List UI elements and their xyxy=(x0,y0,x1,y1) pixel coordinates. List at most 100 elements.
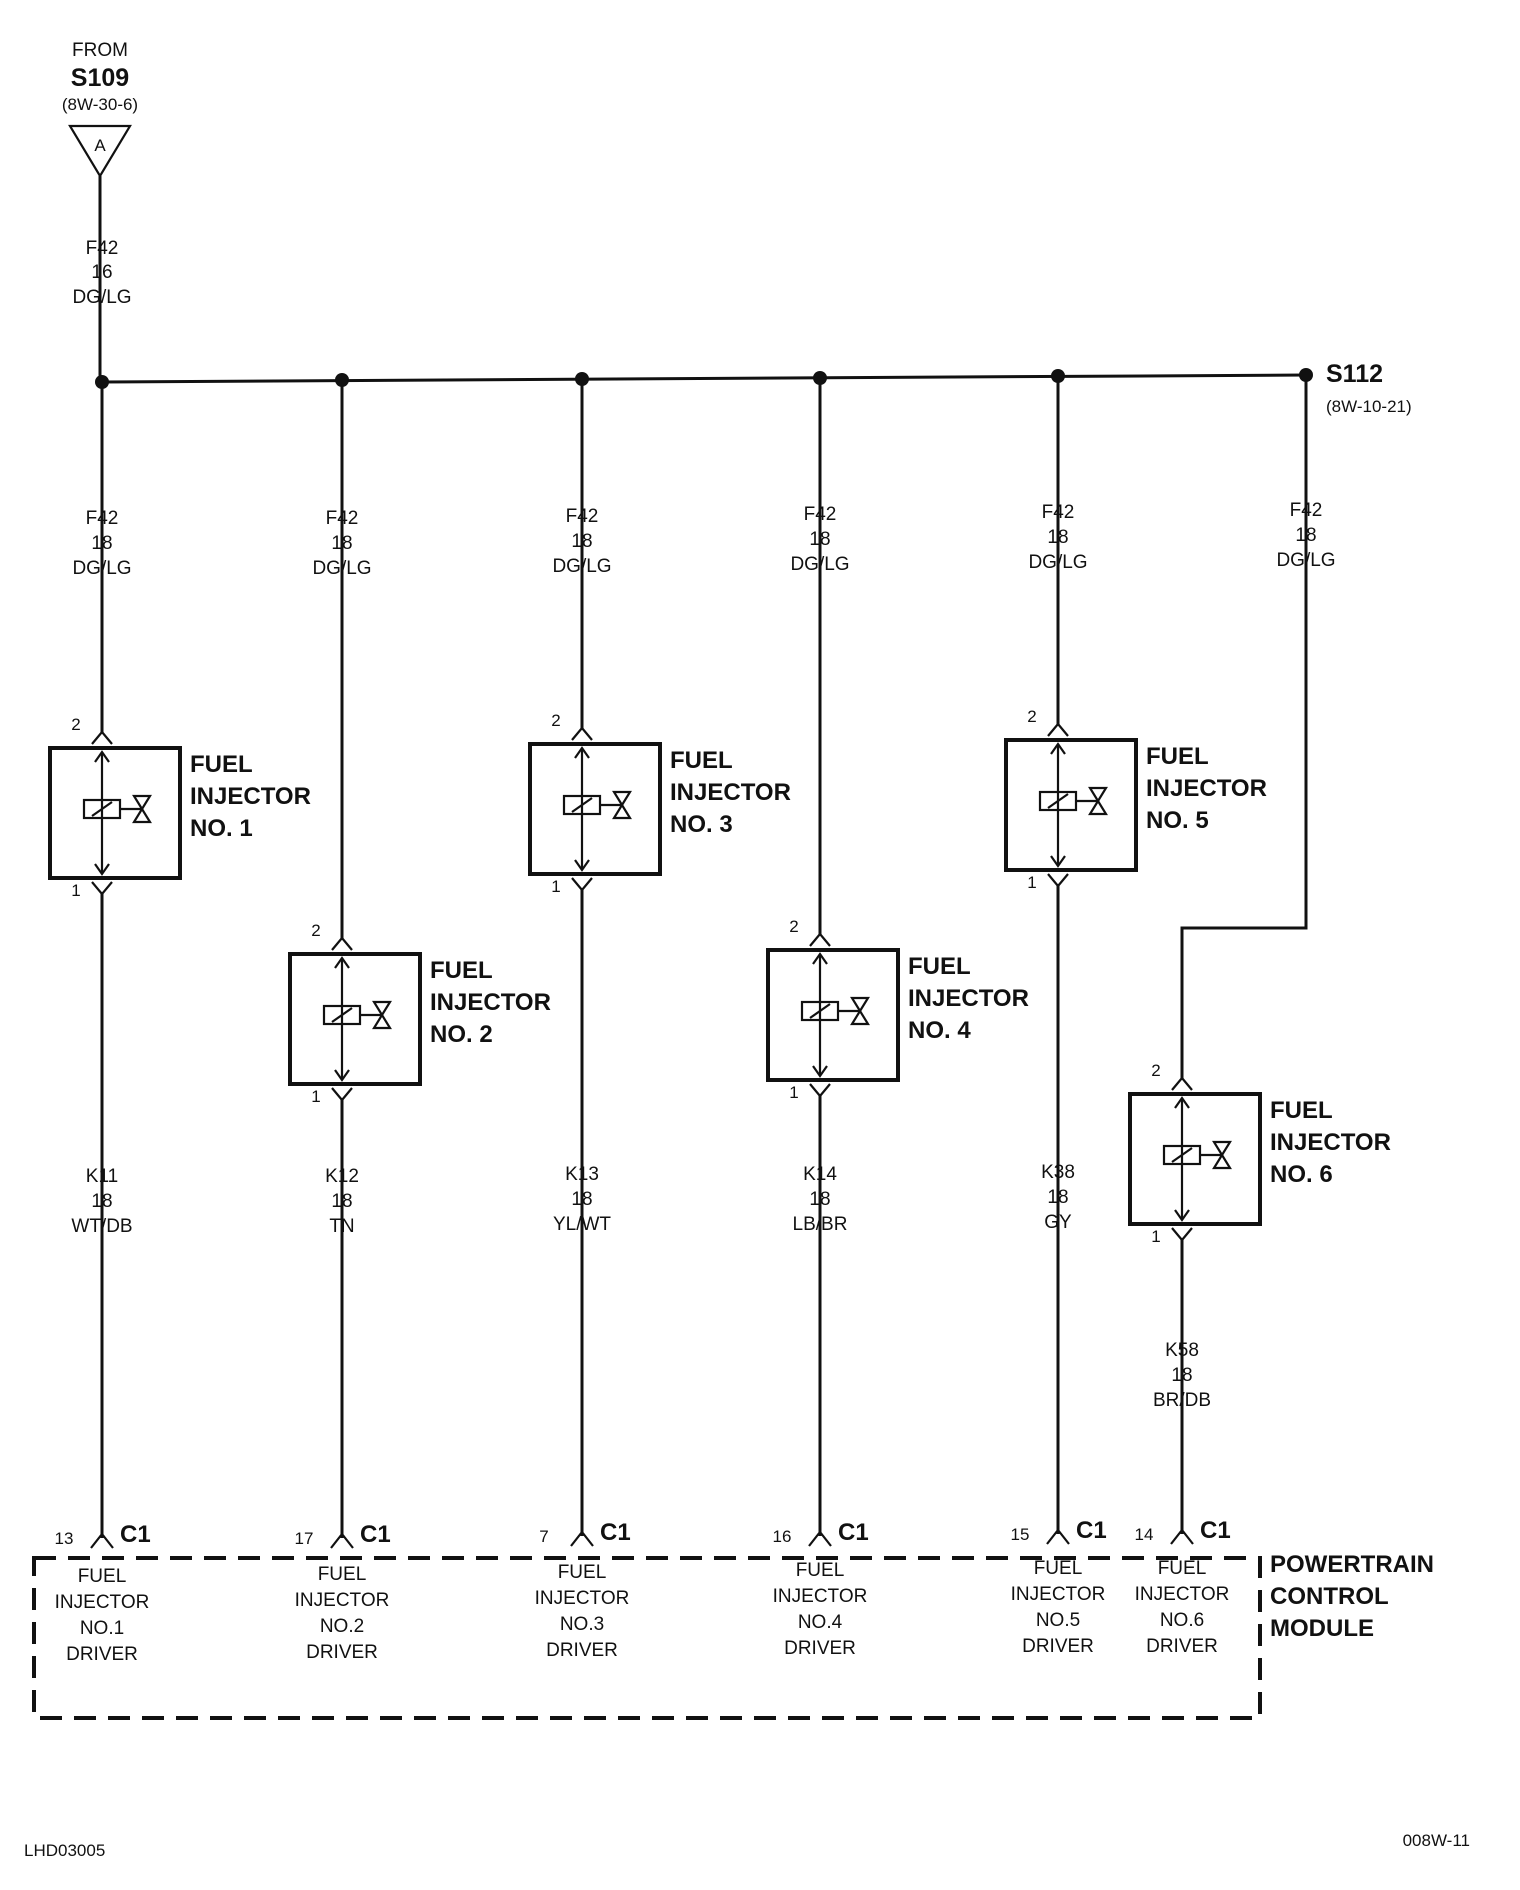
solenoid-slash xyxy=(91,801,113,817)
supply-wire-circuit: F42 xyxy=(566,506,599,527)
injector-title-line3: NO. 6 xyxy=(1270,1161,1333,1188)
footer-drawing-id: LHD03005 xyxy=(24,1841,105,1860)
connector-chevron-icon xyxy=(1171,1076,1193,1091)
pin-top-number: 2 xyxy=(1027,707,1036,726)
connector-chevron-icon xyxy=(1047,722,1069,737)
arrow-up-icon xyxy=(812,952,828,965)
solenoid-slash xyxy=(809,1003,831,1019)
splice-s112: S112 (8W-10-21) xyxy=(1326,360,1412,416)
pcm-driver-label-line: INJECTOR xyxy=(1011,1584,1106,1605)
pcm-pin-number: 15 xyxy=(1011,1525,1030,1544)
splice-s112-name: S112 xyxy=(1326,360,1383,388)
supply-wire-circuit: F42 xyxy=(326,508,359,529)
pcm-driver-label-line: NO.2 xyxy=(320,1616,364,1637)
arrow-down-icon xyxy=(334,1069,350,1082)
pcm-driver-label-line: DRIVER xyxy=(784,1638,856,1659)
injector-title-line3: NO. 1 xyxy=(190,815,253,842)
injector-title-line1: FUEL xyxy=(430,957,493,984)
supply-wire-color: DG/LG xyxy=(1276,550,1335,571)
pcm-driver-label-line: INJECTOR xyxy=(295,1590,390,1611)
source-splice-name: S109 xyxy=(71,64,129,92)
pcm-driver-label-line: INJECTOR xyxy=(55,1592,150,1613)
pcm-driver-label-line: INJECTOR xyxy=(535,1588,630,1609)
pcm-connector-name: C1 xyxy=(838,1519,869,1546)
pcm-driver-label-line: FUEL xyxy=(1158,1558,1207,1579)
injector-title-line2: INJECTOR xyxy=(1146,775,1267,802)
pcm-connector-chevron-icon xyxy=(808,1530,832,1547)
supply-wire-gauge: 18 xyxy=(1047,527,1068,548)
pcm-title-line2: CONTROL xyxy=(1270,1583,1389,1610)
pcm-driver-label-line: FUEL xyxy=(1034,1558,1083,1579)
driver-wire-circuit: K38 xyxy=(1041,1162,1075,1183)
pcm-driver-label-line: NO.3 xyxy=(560,1614,604,1635)
pin-bottom-number: 1 xyxy=(789,1083,798,1102)
valve-bottom-icon xyxy=(132,806,152,824)
pin-top-number: 2 xyxy=(789,917,798,936)
arrow-down-icon xyxy=(1174,1209,1190,1222)
injector-title-line2: INJECTOR xyxy=(908,985,1029,1012)
pcm-outline xyxy=(32,1556,1262,1720)
injector-title-line2: INJECTOR xyxy=(190,783,311,810)
solenoid-slash xyxy=(1047,793,1069,809)
injector-box xyxy=(766,948,900,1082)
injector-box xyxy=(288,952,422,1086)
pcm-pin-number: 13 xyxy=(55,1529,74,1548)
supply-wire-color: DG/LG xyxy=(790,554,849,575)
injector-box xyxy=(48,746,182,880)
pcm-connector-chevron-icon xyxy=(90,1532,114,1549)
supply-wire-gauge: 18 xyxy=(571,531,592,552)
pcm-driver-label-line: DRIVER xyxy=(66,1644,138,1665)
injector-title-line3: NO. 4 xyxy=(908,1017,971,1044)
source-splice-ref: (8W-30-6) xyxy=(62,95,138,114)
connector-chevron-icon xyxy=(571,726,593,741)
pin-top-number: 2 xyxy=(551,711,560,730)
arrow-up-icon xyxy=(94,750,110,763)
from-label: FROM xyxy=(72,40,128,61)
solenoid-slash xyxy=(331,1007,353,1023)
pcm-connector-name: C1 xyxy=(600,1519,631,1546)
injector-title-line3: NO. 2 xyxy=(430,1021,493,1048)
pcm-pin-number: 17 xyxy=(295,1529,314,1548)
pcm-driver-label-line: INJECTOR xyxy=(1135,1584,1230,1605)
connector-letter: A xyxy=(94,136,106,155)
injector-title-line2: INJECTOR xyxy=(1270,1129,1391,1156)
injector-box xyxy=(1004,738,1138,872)
connector-chevron-icon xyxy=(809,932,831,947)
valve-top-icon xyxy=(1212,1140,1232,1158)
source-wire-gauge: 16 xyxy=(91,262,112,283)
pcm-driver-label-line: NO.4 xyxy=(798,1612,843,1633)
injector-title-line1: FUEL xyxy=(908,953,971,980)
pin-bottom-number: 1 xyxy=(1151,1227,1160,1246)
arrow-up-icon xyxy=(574,746,590,759)
pcm-pin-number: 16 xyxy=(773,1527,792,1546)
driver-wire-circuit: K14 xyxy=(803,1164,837,1185)
pcm-driver-label-line: NO.6 xyxy=(1160,1610,1204,1631)
supply-wire-circuit: F42 xyxy=(804,504,837,525)
pcm-driver-label-line: FUEL xyxy=(558,1562,607,1583)
driver-wire-color: YL/WT xyxy=(553,1214,611,1235)
arrow-down-icon xyxy=(1050,855,1066,868)
supply-wire-circuit: F42 xyxy=(1290,500,1323,521)
supply-wire-color: DG/LG xyxy=(312,558,371,579)
pcm-connector-name: C1 xyxy=(1076,1517,1107,1544)
pcm-title-line3: MODULE xyxy=(1270,1615,1374,1642)
pcm-driver-label-line: FUEL xyxy=(796,1560,845,1581)
arrow-down-icon xyxy=(94,863,110,876)
driver-wire-circuit: K13 xyxy=(565,1164,599,1185)
driver-wire-gauge: 18 xyxy=(809,1189,830,1210)
driver-wire-gauge: 18 xyxy=(331,1191,352,1212)
valve-top-icon xyxy=(1088,786,1108,804)
pcm-connector-chevron-icon xyxy=(1170,1528,1194,1545)
footer-page-ref: 008W-11 xyxy=(1403,1831,1470,1850)
pcm-pin-number: 7 xyxy=(539,1527,548,1546)
valve-top-icon xyxy=(612,790,632,808)
supply-wire-color: DG/LG xyxy=(552,556,611,577)
driver-wire-color: LB/BR xyxy=(793,1214,848,1235)
driver-wire-gauge: 18 xyxy=(1171,1365,1192,1386)
